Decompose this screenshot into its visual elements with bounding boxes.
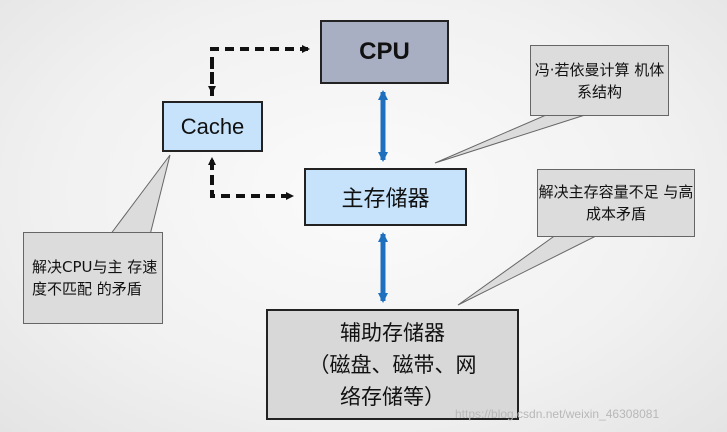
cpu-label: CPU [359,38,410,65]
callout-pointer-capacity [457,231,600,306]
cache-box: Cache [162,101,263,152]
main-memory-label: 主存储器 [341,187,430,212]
cache-cpu-dashed-arrow [210,45,310,96]
note-speed-mismatch-line3: 的矛盾 [96,280,142,298]
watermark-url: https://blog.csdn.net/weixin_46308081 [455,407,660,421]
main-memory-box: 主存储器 [304,168,467,226]
aux-memory-label-line3: 络存储等） [340,384,445,409]
note-von-neumann-line1: 冯·若依曼计算 [534,60,630,79]
note-speed-mismatch-line2: 存速度不匹配 [32,258,158,298]
note-speed-mismatch: 解决CPU与主 存速度不匹配 的矛盾 [23,232,163,324]
callout-pointer-speed [109,154,171,236]
note-von-neumann: 冯·若依曼计算 机体系结构 [530,45,669,116]
aux-memory-label-line2: （磁盘、磁带、网 [308,352,477,377]
aux-memory-box: 辅助存储器 （磁盘、磁带、网 络存储等） [266,309,519,420]
cache-main-dashed-arrow [210,160,294,200]
note-capacity-cost-line2: 与高成本矛盾 [585,183,694,223]
cpu-box: CPU [320,20,449,84]
note-capacity-cost-line1: 解决主存容量不足 [538,183,659,201]
note-von-neumann-line2: 机体系结构 [576,60,665,101]
callout-pointer-von-neumann [434,111,586,164]
aux-memory-label-line1: 辅助存储器 [340,320,445,345]
note-capacity-cost: 解决主存容量不足 与高成本矛盾 [537,169,695,237]
cache-label: Cache [180,113,245,139]
note-speed-mismatch-line1: 解决CPU与主 [32,258,123,276]
